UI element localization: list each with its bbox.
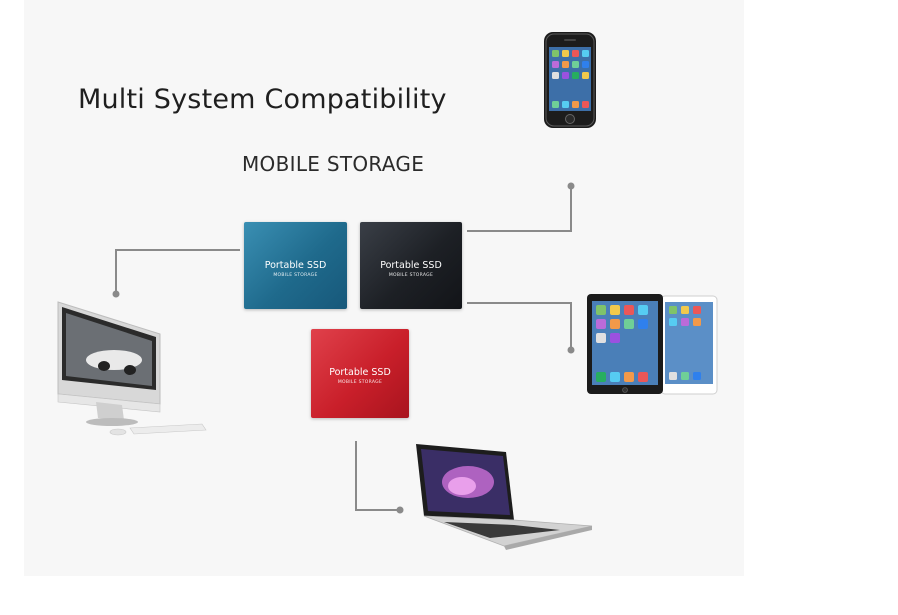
page-subtitle: MOBILE STORAGE	[242, 152, 425, 176]
ssd-label: Portable SSD	[329, 367, 391, 378]
ssd-sublabel: MOBILE STORAGE	[388, 273, 434, 278]
ssd-label: Portable SSD	[380, 260, 442, 271]
red-ssd: Portable SSD MOBILE STORAGE	[311, 329, 409, 418]
black-ssd: Portable SSD MOBILE STORAGE	[360, 222, 462, 309]
tablet-icon	[587, 294, 718, 395]
blue-ssd: Portable SSD MOBILE STORAGE	[244, 222, 347, 309]
ssd-sublabel: MOBILE STORAGE	[273, 273, 318, 278]
laptop-icon	[416, 444, 593, 550]
page-title: Multi System Compatibility	[78, 84, 447, 115]
desktop-computer-icon	[57, 301, 207, 436]
connector-desktop	[115, 249, 240, 294]
smartphone-icon	[544, 32, 596, 128]
connector-tablet	[467, 302, 572, 350]
ssd-sublabel: MOBILE STORAGE	[337, 380, 383, 385]
connector-phone	[467, 186, 572, 232]
ssd-label: Portable SSD	[264, 260, 327, 271]
connector-laptop	[355, 441, 400, 511]
